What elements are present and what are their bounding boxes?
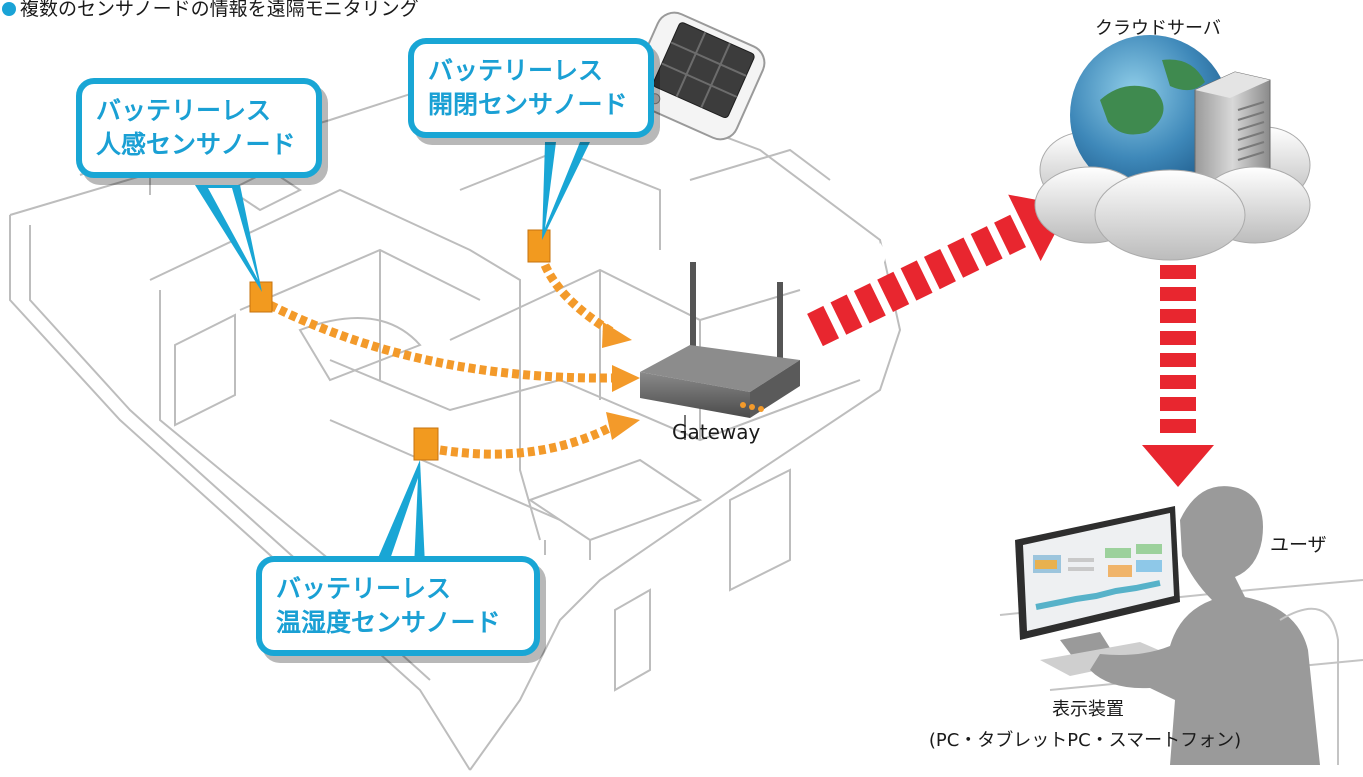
display-device-sublabel: (PC・タブレットPC・スマートフォン) bbox=[928, 730, 1242, 751]
cloud-to-display-arrow bbox=[1142, 265, 1214, 487]
bullet-dot-icon bbox=[2, 2, 16, 16]
path-human-to-gateway bbox=[267, 300, 613, 383]
callout-human-pointer bbox=[195, 185, 262, 292]
cloud-server-icon bbox=[1034, 35, 1311, 261]
callout-temp-humidity-sensor: バッテリーレス 温湿度センサノード bbox=[256, 556, 540, 656]
human-sensor-icon bbox=[249, 281, 273, 313]
callout-door-sensor: バッテリーレス 開閉センサノード bbox=[408, 38, 654, 138]
sensor-data-paths bbox=[267, 263, 618, 459]
arrowhead-human bbox=[612, 365, 640, 392]
page-title: 複数のセンサノードの情報を遠隔モニタリング bbox=[2, 0, 419, 21]
cloud-server-label: クラウドサーバ bbox=[1095, 18, 1221, 39]
path-door-to-gateway bbox=[540, 263, 615, 336]
path-temp-to-gateway bbox=[439, 421, 618, 459]
user-silhouette-icon bbox=[1090, 486, 1320, 765]
callout-human-sensor: バッテリーレス 人感センサノード bbox=[76, 78, 322, 178]
user-workstation bbox=[999, 486, 1363, 765]
arrowhead-door bbox=[602, 322, 632, 348]
monitor-icon bbox=[1015, 506, 1180, 676]
display-device-label: 表示装置 bbox=[1052, 699, 1124, 720]
path-arrowheads bbox=[602, 322, 640, 440]
gateway-icon bbox=[640, 262, 800, 440]
gateway-label: Gateway bbox=[672, 420, 761, 444]
temp-sensor-icon bbox=[413, 427, 439, 461]
solar-device-icon bbox=[629, 11, 766, 141]
user-label: ユーザ bbox=[1270, 534, 1327, 556]
door-sensor-icon bbox=[527, 229, 551, 263]
arrowhead-temp bbox=[606, 412, 640, 440]
